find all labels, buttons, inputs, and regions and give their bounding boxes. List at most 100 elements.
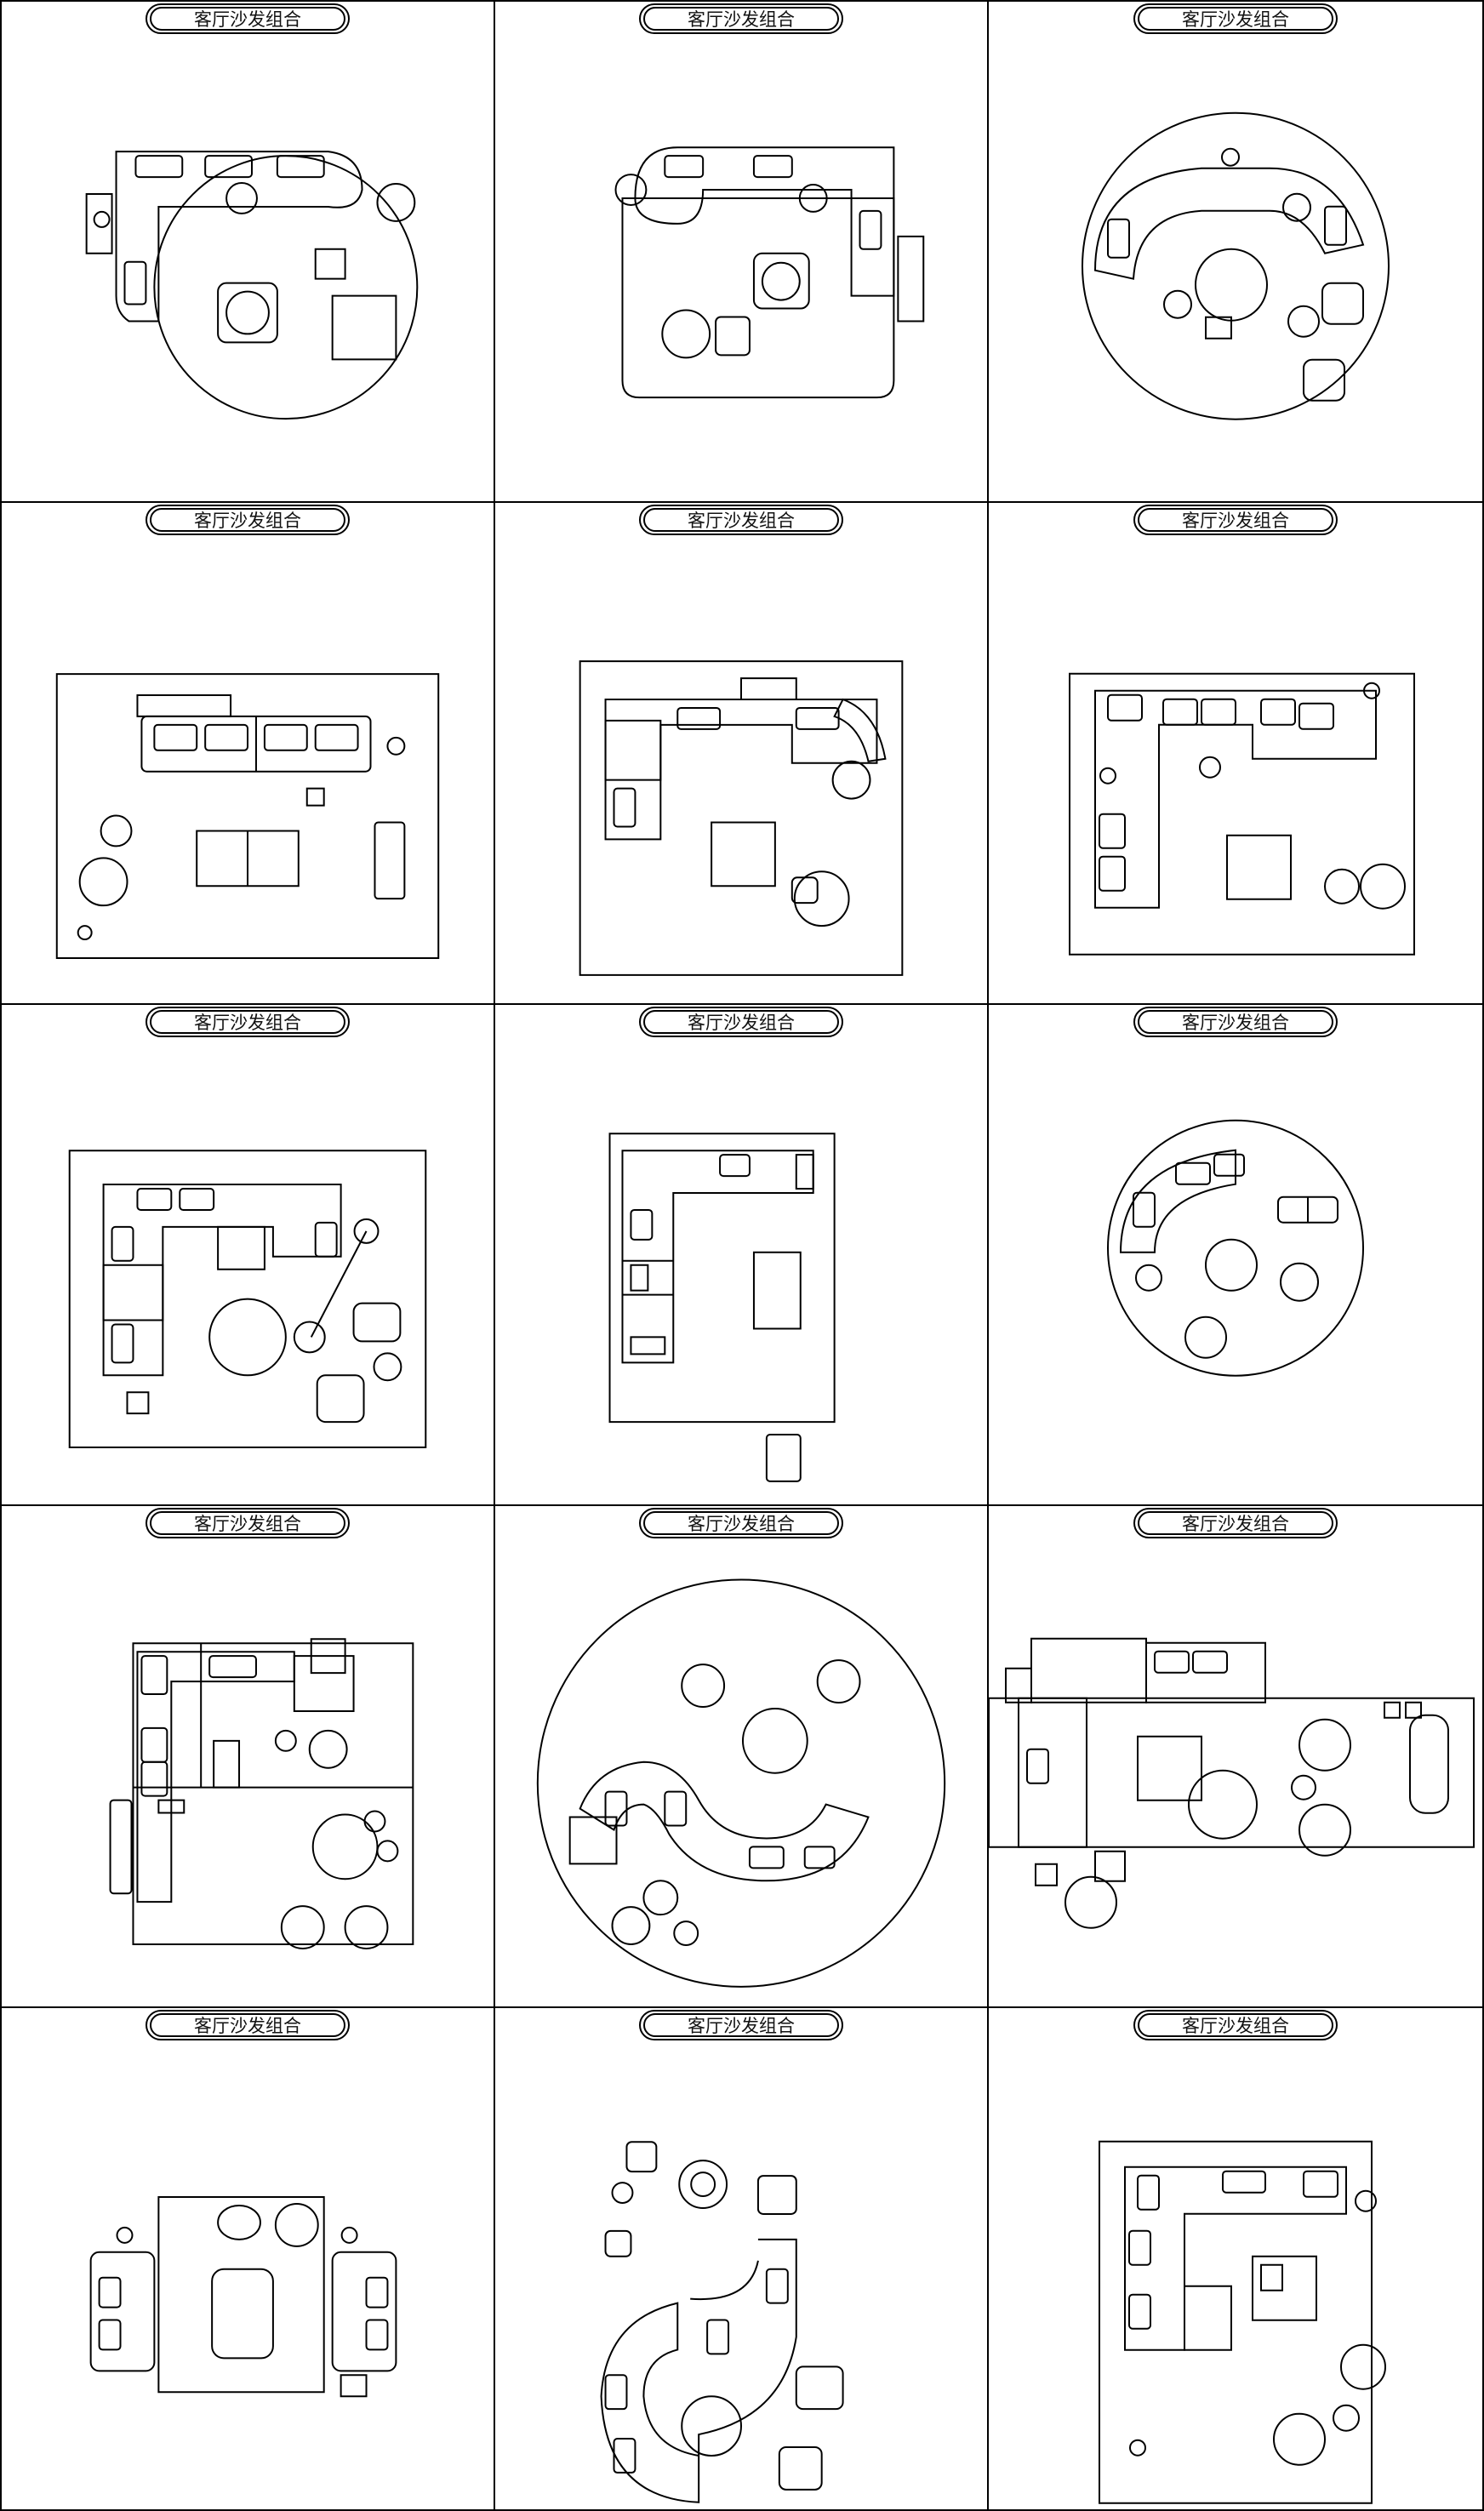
- panel-15: 客厅沙发组合: [989, 2008, 1482, 2509]
- side-table: [758, 2176, 796, 2214]
- ottoman: [716, 317, 750, 356]
- bench: [374, 823, 404, 899]
- cushion: [125, 262, 146, 305]
- panel-title-label: 客厅沙发组合: [146, 505, 350, 536]
- seated-person: [1283, 194, 1310, 221]
- cushion: [665, 1792, 686, 1826]
- sofa-divider: [690, 2260, 758, 2298]
- armchair: [1065, 1877, 1116, 1928]
- cushion: [112, 1227, 134, 1261]
- side-table: [631, 1337, 665, 1354]
- lamp: [387, 738, 404, 755]
- round-table: [682, 2396, 741, 2456]
- armchair: [1304, 360, 1344, 401]
- rug: [610, 1133, 835, 1422]
- lamp-arm: [311, 1231, 367, 1338]
- lounge-chair: [662, 311, 710, 358]
- cushion: [754, 156, 792, 177]
- cushion: [805, 1847, 835, 1869]
- panel-title-label: 客厅沙发组合: [146, 1508, 350, 1539]
- cushion: [112, 1324, 134, 1362]
- panel-title-text: 客厅沙发组合: [643, 1009, 839, 1034]
- curved-bench: [835, 699, 886, 762]
- armchair: [218, 283, 277, 343]
- cushion: [367, 2320, 388, 2349]
- lamp: [1222, 149, 1239, 166]
- side-table: [631, 1265, 648, 1291]
- armchair-seat: [226, 292, 269, 334]
- console-table: [741, 678, 796, 699]
- cushion: [1214, 1154, 1244, 1175]
- stool: [341, 2375, 367, 2396]
- small-stool: [307, 789, 324, 806]
- stool: [606, 2230, 631, 2256]
- panel-title-text: 客厅沙发组合: [643, 7, 839, 31]
- l-shaped-sofa: [1125, 2166, 1346, 2349]
- panel-title-label: 客厅沙发组合: [639, 1006, 843, 1037]
- cushion: [677, 708, 720, 729]
- hexagon-stool: [1406, 1703, 1421, 1718]
- cushion: [1129, 2230, 1150, 2264]
- round-coffee-table: [313, 1815, 378, 1880]
- cushion: [1304, 2171, 1338, 2196]
- patterned-round-rug: [209, 1298, 286, 1375]
- round-rug: [1108, 1120, 1363, 1375]
- cushion: [614, 2439, 636, 2473]
- lamp: [1130, 2440, 1145, 2455]
- cushion: [265, 725, 307, 750]
- floor-plan-5: [495, 540, 987, 1002]
- side-table: [796, 1155, 813, 1189]
- rug: [1099, 2141, 1372, 2502]
- cushion: [1138, 2175, 1159, 2209]
- curved-sectional: [602, 2239, 796, 2502]
- cushion: [1261, 699, 1295, 725]
- round-rug: [154, 156, 417, 419]
- lounge-chair: [818, 1660, 860, 1703]
- armchair: [354, 1303, 401, 1341]
- floor-lamp: [377, 184, 414, 221]
- stool: [365, 1812, 385, 1832]
- curved-sofa: [635, 147, 893, 295]
- cushion: [631, 1210, 652, 1240]
- panel-1: 客厅沙发组合: [2, 2, 495, 504]
- cushion: [1108, 695, 1142, 721]
- side-table: [1136, 1264, 1162, 1290]
- console-table: [898, 237, 923, 322]
- cushion: [1176, 1162, 1210, 1184]
- cushion: [209, 1656, 256, 1677]
- panel-title-label: 客厅沙发组合: [1133, 2009, 1338, 2040]
- side-table: [158, 1801, 184, 1813]
- cushion: [665, 156, 703, 177]
- stool: [1288, 306, 1319, 337]
- panel-title-label: 客厅沙发组合: [639, 505, 843, 536]
- l-shaped-sofa: [137, 1652, 294, 1902]
- lounge-chair: [1281, 1263, 1318, 1300]
- coffee-table: [333, 296, 397, 360]
- panel-title-label: 客厅沙发组合: [1133, 1006, 1338, 1037]
- panel-6: 客厅沙发组合: [989, 503, 1482, 1005]
- floor-lamp: [355, 1219, 379, 1243]
- s-curved-sofa: [580, 1762, 869, 1881]
- patterned-rug: [133, 1643, 413, 1944]
- console-table: [137, 695, 231, 716]
- floor-plan-9: [989, 1042, 1482, 1504]
- lounge-chair: [1185, 1316, 1226, 1357]
- rug: [622, 198, 893, 397]
- panel-title-text: 客厅沙发组合: [1138, 1009, 1333, 1034]
- armchair: [1361, 865, 1405, 909]
- cushion: [135, 156, 182, 177]
- panel-title-label: 客厅沙发组合: [1133, 505, 1338, 536]
- cushion: [277, 156, 324, 177]
- rug: [1070, 674, 1414, 955]
- curved-sectional: [1095, 168, 1363, 279]
- panel-title-label: 客厅沙发组合: [146, 3, 350, 34]
- side-table: [570, 1818, 617, 1864]
- panel-13: 客厅沙发组合: [2, 2007, 495, 2509]
- panel-4: 客厅沙发组合: [2, 503, 495, 1005]
- floor-plan-11: [495, 1544, 987, 2006]
- bench: [767, 1435, 801, 1481]
- panel-title-text: 客厅沙发组合: [643, 2012, 839, 2037]
- floor-plan-10: [2, 1544, 494, 2006]
- round-stool: [1200, 757, 1220, 778]
- cushion: [205, 725, 248, 750]
